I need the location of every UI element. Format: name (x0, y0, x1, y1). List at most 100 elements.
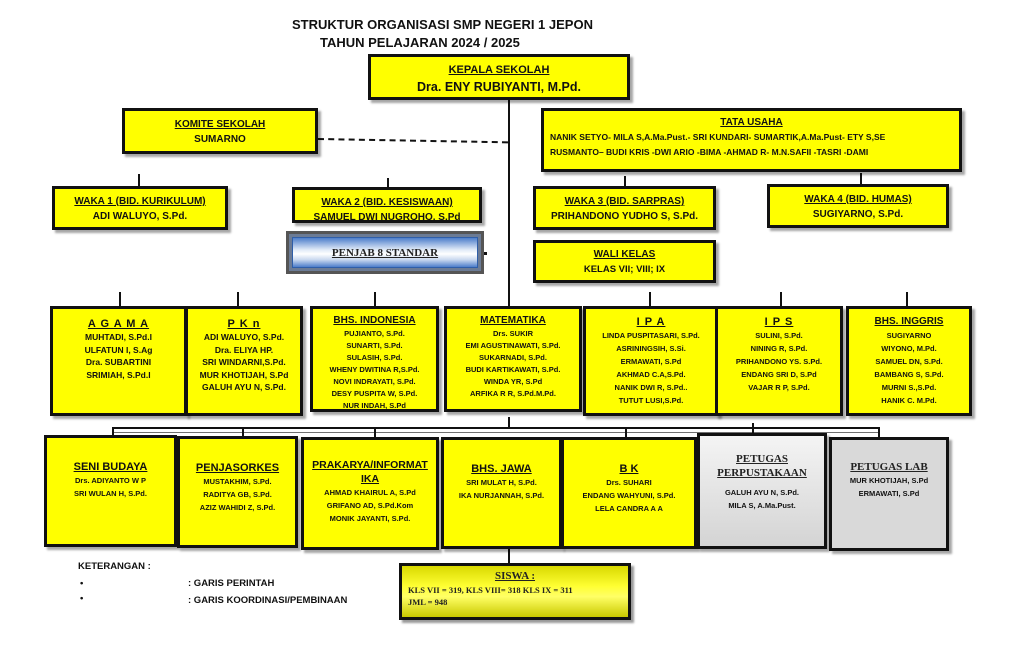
komite-name: SUMARNO (194, 134, 246, 145)
legend-bullet: • (80, 593, 84, 604)
subject-box-ipa: I P A LINDA PUSPITASARI, S.Pd. ASRININGS… (583, 306, 719, 416)
member-name: ERMAWATI, S.Pd (858, 489, 920, 498)
member-name: WINDA YR, S.Pd (483, 377, 543, 386)
member-name: SULASIH, S.Pd. (346, 353, 403, 362)
petugas-perpustakaan-box: PETUGAS PERPUSTAKAAN GALUH AYU N, S.Pd. … (697, 433, 827, 549)
waka2-box: WAKA 2 (BID. KESISWAAN) SAMUEL DWI NUGRO… (292, 187, 482, 223)
member-name: WHENY DWITINA R,S.Pd. (329, 365, 420, 374)
member-name: MUR KHOTIJAH, S.Pd (199, 369, 289, 380)
member-name: SRIMIAH, S.Pd.I (86, 369, 151, 380)
member-name: MURNI S.,S.Pd. (881, 383, 937, 392)
member-name: ENDANG SRI D, S.Pd (741, 370, 817, 379)
member-name: AHMAD KHAIRUL A, S.Pd (324, 488, 416, 497)
petugas-heading-cont: PERPUSTAKAAN (717, 467, 807, 479)
subject-box-penjasorkes: PENJASORKES MUSTAKHIM, S.Pd. RADITYA GB,… (177, 436, 298, 548)
waka1-connector (138, 174, 140, 186)
tata-usaha-line: NANIK SETYO- MILA S,A.Ma.Pust.- SRI KUND… (550, 132, 886, 142)
member-name: BUDI KARTIKAWATI, S.Pd. (465, 365, 561, 374)
member-name: MUHTADI, S.Pd.I (85, 332, 152, 342)
member-name: GRIFANO AD, S.Pd.Kom (326, 501, 414, 510)
member-name: WIYONO, M.Pd. (881, 344, 937, 353)
member-name: SRI WULAN H, S.Pd. (74, 489, 147, 498)
member-name: RADITYA GB, S.Pd. (203, 490, 272, 499)
chart-title-line1: STRUKTUR ORGANISASI SMP NEGERI 1 JEPON (292, 17, 593, 32)
member-name: AKHMAD C.A,S.Pd. (616, 370, 686, 379)
member-name: IKA NURJANNAH, S.Pd. (458, 491, 545, 500)
waka3-heading: WAKA 3 (BID. SARPRAS) (564, 196, 685, 207)
wali-kelas-box: WALI KELAS KELAS VII; VIII; IX (533, 240, 716, 283)
member-name: PRIHANDONO YS. S.Pd. (735, 357, 823, 366)
subject-heading: SENI BUDAYA (73, 461, 148, 473)
petugas-lab-box: PETUGAS LAB MUR KHOTIJAH, S.Pd ERMAWATI,… (829, 437, 949, 551)
lab-connector (878, 427, 880, 439)
subject-box-bhs-indonesia: BHS. INDONESIA PUJIANTO, S.Pd. SUNARTI, … (310, 306, 439, 412)
legend-title: KETERANGAN : (78, 561, 151, 572)
subject-box-matematika: MATEMATIKA Drs. SUKIR EMI AGUSTINAWATI, … (444, 306, 582, 412)
member-name: ARFIKA R R, S.Pd.M.Pd. (470, 389, 556, 398)
member-name: ULFATUN I, S.Ag (84, 344, 153, 355)
member-name: MONIK JAYANTI, S.Pd. (329, 514, 411, 523)
ipa-connector (649, 292, 651, 306)
member-name: ERMAWATI, S.Pd (620, 357, 682, 366)
member-name: DESY PUSPITA W, S.Pd. (331, 389, 418, 398)
member-name: Dra. ELIYA HP. (214, 344, 274, 355)
member-name: PUJIANTO, S.Pd. (344, 329, 405, 338)
subject-box-ips: I P S SULINI, S.Pd. NINING R, S.Pd. PRIH… (715, 306, 843, 416)
wali-kelas-name: KELAS VII; VIII; IX (583, 264, 666, 275)
subject-box-bk: B K Drs. SUHARI ENDANG WAHYUNI, S.Pd. LE… (561, 437, 697, 549)
subject-heading: PENJASORKES (195, 462, 280, 474)
waka1-heading: WAKA 1 (BID. KURIKULUM) (74, 196, 206, 207)
member-name: Drs. SUKIR (492, 329, 533, 338)
komite-sekolah-box: KOMITE SEKOLAH SUMARNO (122, 108, 318, 154)
member-name: SUNARTI, S.Pd. (346, 341, 403, 350)
legend-item-coordination-line: : GARIS KOORDINASI/PEMBINAAN (188, 595, 348, 606)
subject-box-seni-budaya: SENI BUDAYA Drs. ADIYANTO W P SRI WULAN … (44, 435, 177, 547)
seni-connector (112, 427, 114, 436)
member-name: SULINI, S.Pd. (755, 331, 803, 340)
subject-box-bhs-jawa: BHS. JAWA SRI MULAT H, S.Pd. IKA NURJANN… (441, 437, 562, 549)
subject-box-pkn: P K n ADI WALUYO, S.Pd. Dra. ELIYA HP. S… (185, 306, 303, 416)
penjab-label: PENJAB 8 STANDAR (292, 237, 478, 268)
kepala-sekolah-box: KEPALA SEKOLAH Dra. ENY RUBIYANTI, M.Pd. (368, 54, 630, 100)
penjab-stub (484, 252, 487, 255)
tata-usaha-box: TATA USAHA NANIK SETYO- MILA S,A.Ma.Pust… (541, 108, 962, 172)
subject-heading: BHS. JAWA (471, 463, 532, 475)
subject-heading-cont: IKA (360, 473, 380, 485)
waka2-name: SAMUEL DWI NUGROHO, S.Pd (313, 212, 461, 223)
waka4-heading: WAKA 4 (BID. HUMAS) (804, 194, 912, 205)
member-name: Dra. SUBARTINI (85, 357, 152, 367)
member-name: AZIZ WAHIDI Z, S.Pd. (199, 503, 276, 512)
waka1-name: ADI WALUYO, S.Pd. (92, 211, 188, 222)
waka2-connector (387, 178, 389, 188)
waka1-box: WAKA 1 (BID. KURIKULUM) ADI WALUYO, S.Pd… (52, 186, 228, 230)
petugas-heading: PETUGAS LAB (850, 461, 928, 473)
waka3-box: WAKA 3 (BID. SARPRAS) PRIHANDONO YUDHO S… (533, 186, 716, 230)
penjab-8-standar-box: PENJAB 8 STANDAR (286, 231, 484, 274)
siswa-box: SISWA : KLS VII = 319, KLS VIII= 318 KLS… (399, 563, 631, 620)
member-name: SAMUEL DN, S.Pd. (875, 357, 943, 366)
member-name: GALUH AYU N, S.Pd. (202, 382, 286, 392)
penjas-connector (242, 427, 244, 436)
subject-heading: PRAKARYA/INFORMAT (312, 459, 428, 471)
main-vertical-line (508, 98, 510, 311)
siswa-class-counts: KLS VII = 319, KLS VIII= 318 KLS IX = 31… (408, 585, 573, 595)
member-name: MUSTAKHIM, S.Pd. (203, 477, 272, 486)
chart-title-line2: TAHUN PELAJARAN 2024 / 2025 (320, 35, 520, 50)
siswa-total: JML = 948 (408, 597, 448, 607)
subject-heading: MATEMATIKA (480, 315, 546, 326)
member-name: LINDA PUSPITASARI, S.Pd. (602, 331, 700, 340)
pkn-connector (237, 292, 239, 306)
subject-heading: A G A M A (87, 318, 150, 330)
member-name: NANIK DWI R, S.Pd.. (614, 383, 688, 392)
member-name: Drs. ADIYANTO W P (75, 476, 146, 485)
member-name: MUR KHOTIJAH, S.Pd (849, 476, 929, 485)
tata-usaha-line: RUSMANTO– BUDI KRIS -DWI ARIO -BIMA -AHM… (550, 147, 869, 157)
bk-connector (625, 427, 627, 439)
waka4-connector (860, 173, 862, 185)
legend-item-command-line: : GARIS PERINTAH (188, 578, 275, 589)
member-name: NUR INDAH, S.Pd (343, 401, 406, 410)
wali-kelas-heading: WALI KELAS (593, 249, 656, 260)
tata-usaha-heading: TATA USAHA (720, 117, 783, 128)
member-name: SUKARNADI, S.Pd. (479, 353, 547, 362)
petugas-heading: PETUGAS (736, 453, 788, 465)
